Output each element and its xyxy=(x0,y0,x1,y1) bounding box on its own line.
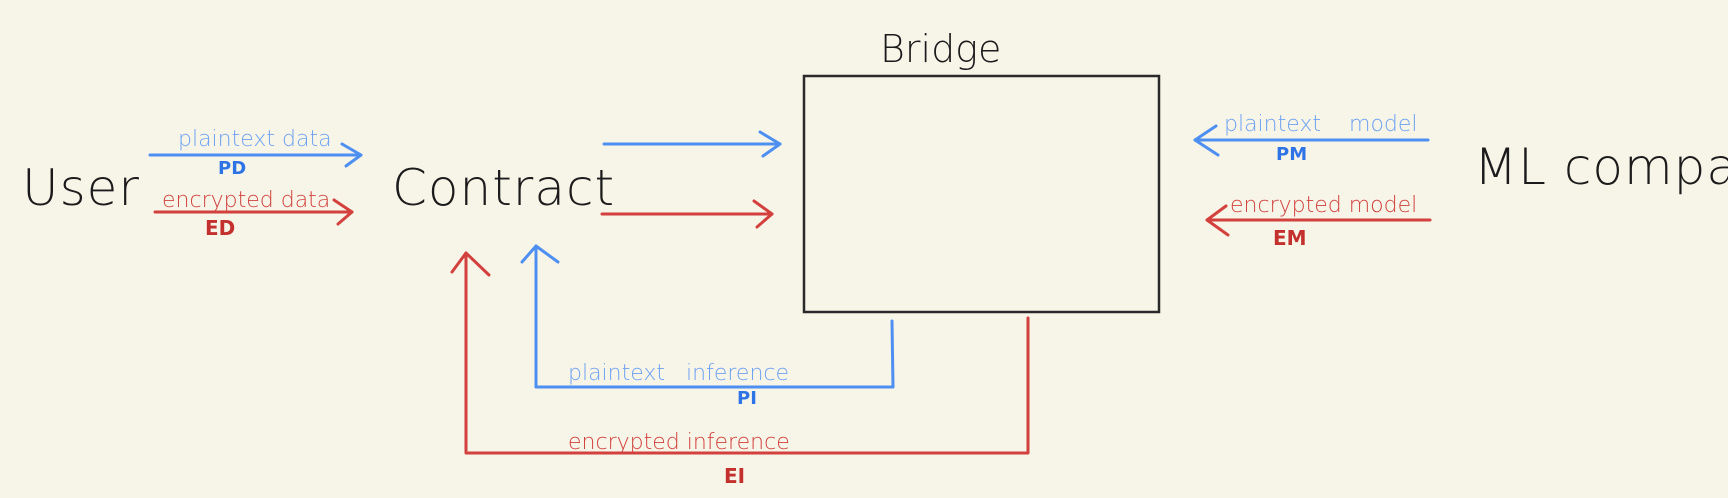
encrypted-data-label: encrypted data xyxy=(162,188,330,213)
encrypted-data-abbr: ED xyxy=(205,216,235,240)
user-node-label: User xyxy=(22,159,140,217)
contract-bridge-red-arrowhead xyxy=(752,199,774,229)
bridge-box xyxy=(802,74,1161,314)
edge-encrypted-model: encrypted model EM xyxy=(1205,193,1432,250)
edge-encrypted-data: encrypted data ED xyxy=(153,188,354,240)
encrypted-inference-arrow-line xyxy=(464,251,1030,455)
plaintext-inference-arrow-line xyxy=(534,244,895,389)
plaintext-data-abbr: PD xyxy=(218,158,246,179)
plaintext-inference-label: plaintext inference xyxy=(568,361,789,386)
plaintext-model-abbr: PM xyxy=(1276,144,1307,165)
plaintext-inference-abbr: PI xyxy=(737,388,757,409)
plaintext-data-label: plaintext data xyxy=(178,127,332,152)
plaintext-inference-arrowhead xyxy=(520,244,560,264)
encrypted-model-abbr: EM xyxy=(1273,226,1307,250)
encrypted-model-label: encrypted model xyxy=(1230,193,1417,218)
edge-plaintext-inference: plaintext inference PI xyxy=(520,244,895,409)
plaintext-model-arrowhead xyxy=(1193,124,1220,157)
plaintext-model-label: plaintext model xyxy=(1224,112,1418,137)
encrypted-model-arrowhead xyxy=(1205,204,1230,237)
encrypted-inference-label: encrypted inference xyxy=(568,430,790,455)
plaintext-data-arrowhead xyxy=(340,142,363,168)
ml-company-node-label: ML company xyxy=(1474,138,1728,196)
encrypted-inference-abbr: EI xyxy=(724,464,745,488)
contract-bridge-blue-arrowhead xyxy=(758,130,782,158)
edge-plaintext-model: plaintext model PM xyxy=(1193,112,1430,165)
edge-plaintext-data: plaintext data PD xyxy=(148,127,363,179)
encrypted-inference-arrowhead xyxy=(450,251,491,277)
bridge-node-label: Bridge xyxy=(880,27,1001,71)
edge-contract-to-bridge-plaintext xyxy=(602,130,782,158)
edge-contract-to-bridge-encrypted xyxy=(600,199,774,229)
encrypted-data-arrowhead xyxy=(332,198,354,226)
contract-node-label: Contract xyxy=(392,159,615,217)
edge-encrypted-inference: encrypted inference EI xyxy=(450,251,1030,488)
